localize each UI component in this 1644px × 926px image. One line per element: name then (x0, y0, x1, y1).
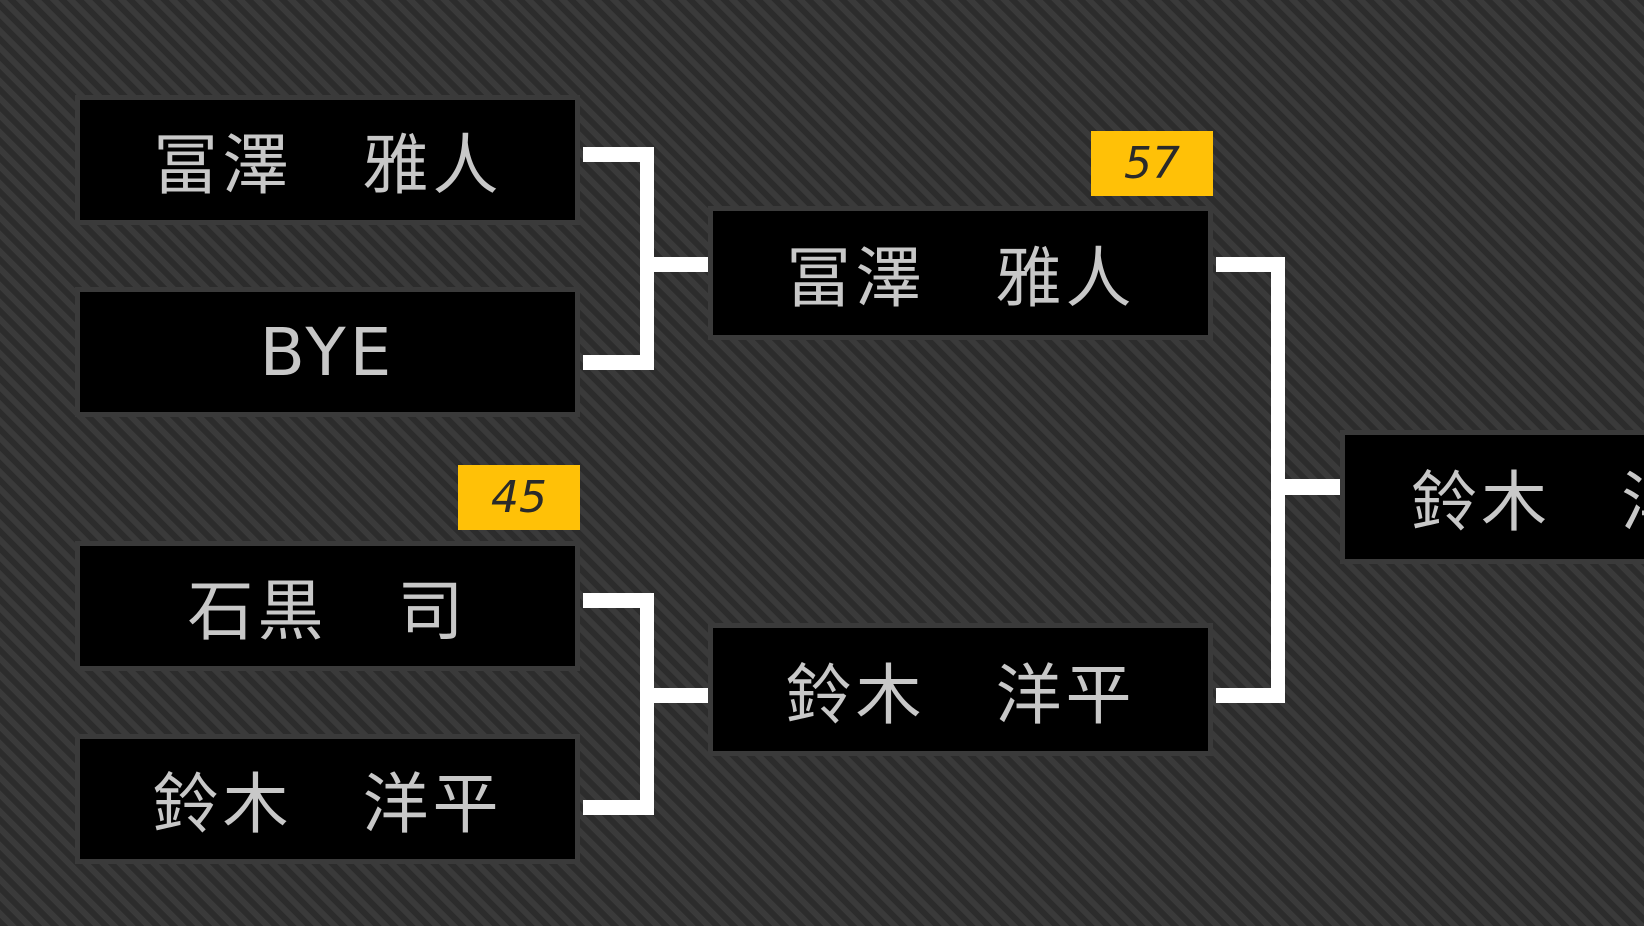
r2-connector-bottom (1216, 688, 1284, 703)
r2-top-score-badge: 57 (1091, 131, 1213, 196)
r1-m1-connector-vertical (640, 147, 654, 370)
r1-match2-top-player[interactable]: 石黒 司 (75, 541, 580, 671)
r2-top-player[interactable]: 冨澤 雅人 (708, 206, 1213, 340)
r1-match2-score-badge: 45 (458, 465, 580, 530)
r1-match2-bottom-player[interactable]: 鈴木 洋平 (75, 734, 580, 864)
r1-match1-top-player[interactable]: 冨澤 雅人 (75, 95, 580, 225)
r2-bottom-player[interactable]: 鈴木 洋平 (708, 623, 1213, 756)
r3-top-player[interactable]: 鈴木 洋平 (1340, 430, 1644, 564)
r2-connector-vertical (1271, 257, 1285, 703)
r1-match1-bottom-player[interactable]: BYE (75, 287, 580, 417)
r1-m1-connector-top (583, 147, 653, 162)
r1-m2-connector-top (583, 593, 653, 608)
r1-m2-connector-bottom (583, 800, 653, 815)
r1-m2-connector-vertical (640, 593, 654, 815)
r1-m1-connector-out (654, 257, 708, 272)
r2-connector-out (1285, 479, 1340, 495)
r1-m1-connector-bottom (583, 355, 653, 370)
r1-m2-connector-out (654, 688, 708, 703)
r2-connector-top (1216, 257, 1284, 272)
